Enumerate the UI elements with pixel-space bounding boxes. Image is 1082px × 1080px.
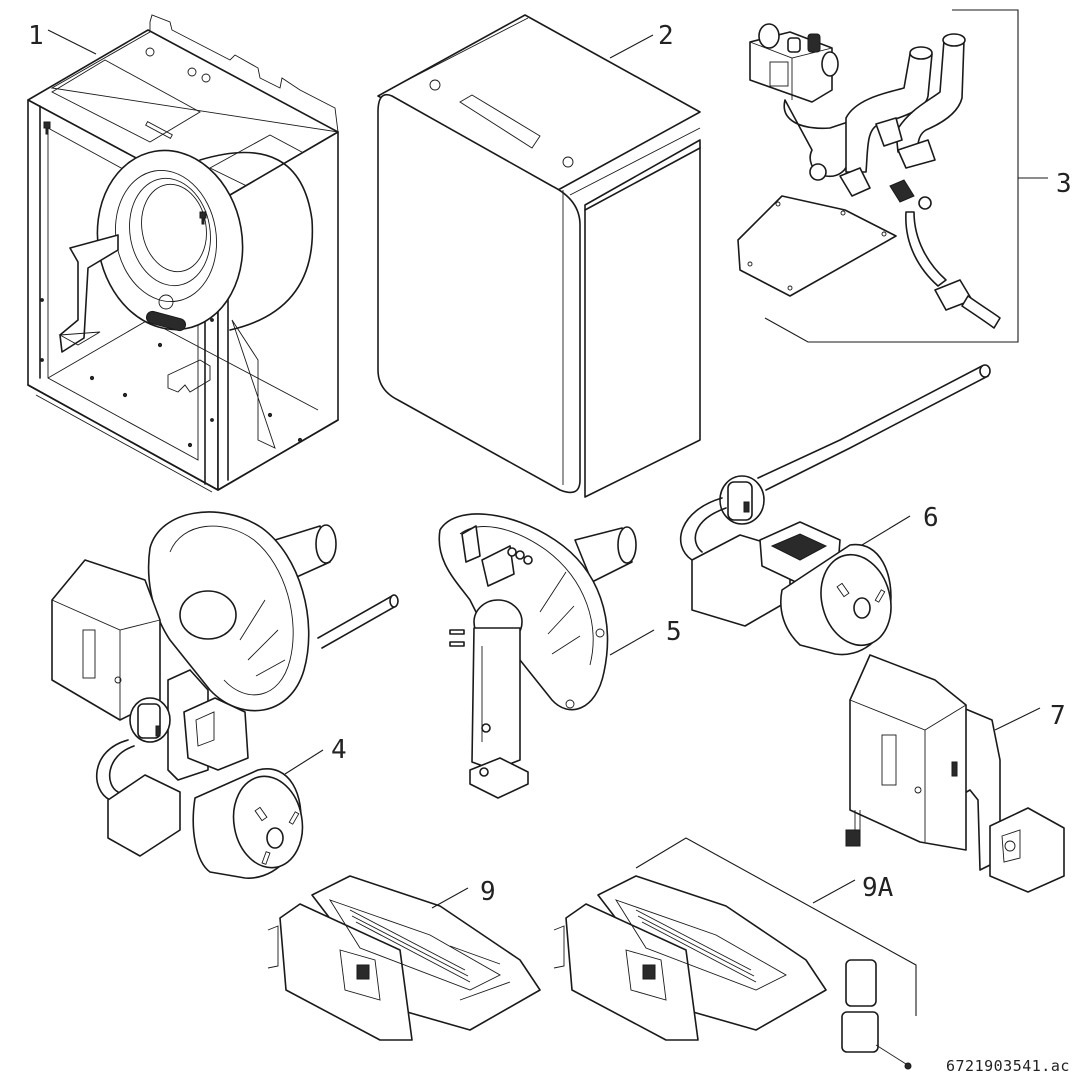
callout-5: 5: [666, 617, 682, 647]
callout-1: 1: [28, 21, 44, 51]
part-2-casing: [377, 14, 701, 498]
callout-7: 7: [1050, 701, 1066, 731]
callout-9a: 9A: [862, 873, 894, 903]
part-7-control-unit: [845, 654, 1065, 893]
part-3-hydraulic-kit: [737, 9, 1048, 343]
part-5-burner-flange: [438, 513, 655, 799]
drawing-reference-code: 6721903541.ac: [946, 1057, 1070, 1075]
part-1-boiler-frame: [27, 14, 339, 493]
callout-6: 6: [923, 503, 939, 533]
part-4-burner-assembly: [51, 511, 399, 879]
leader-lines: [47, 29, 654, 59]
callout-9: 9: [480, 877, 496, 907]
part-6-fan-unit: [679, 364, 991, 656]
leader-2: [609, 34, 654, 59]
part-9a-control-panel-modules: [553, 837, 917, 1070]
callout-4: 4: [331, 735, 347, 765]
leader-1: [47, 29, 97, 55]
callout-2: 2: [658, 21, 674, 51]
part-9-control-panel: [267, 875, 541, 1041]
callout-3: 3: [1056, 169, 1072, 199]
